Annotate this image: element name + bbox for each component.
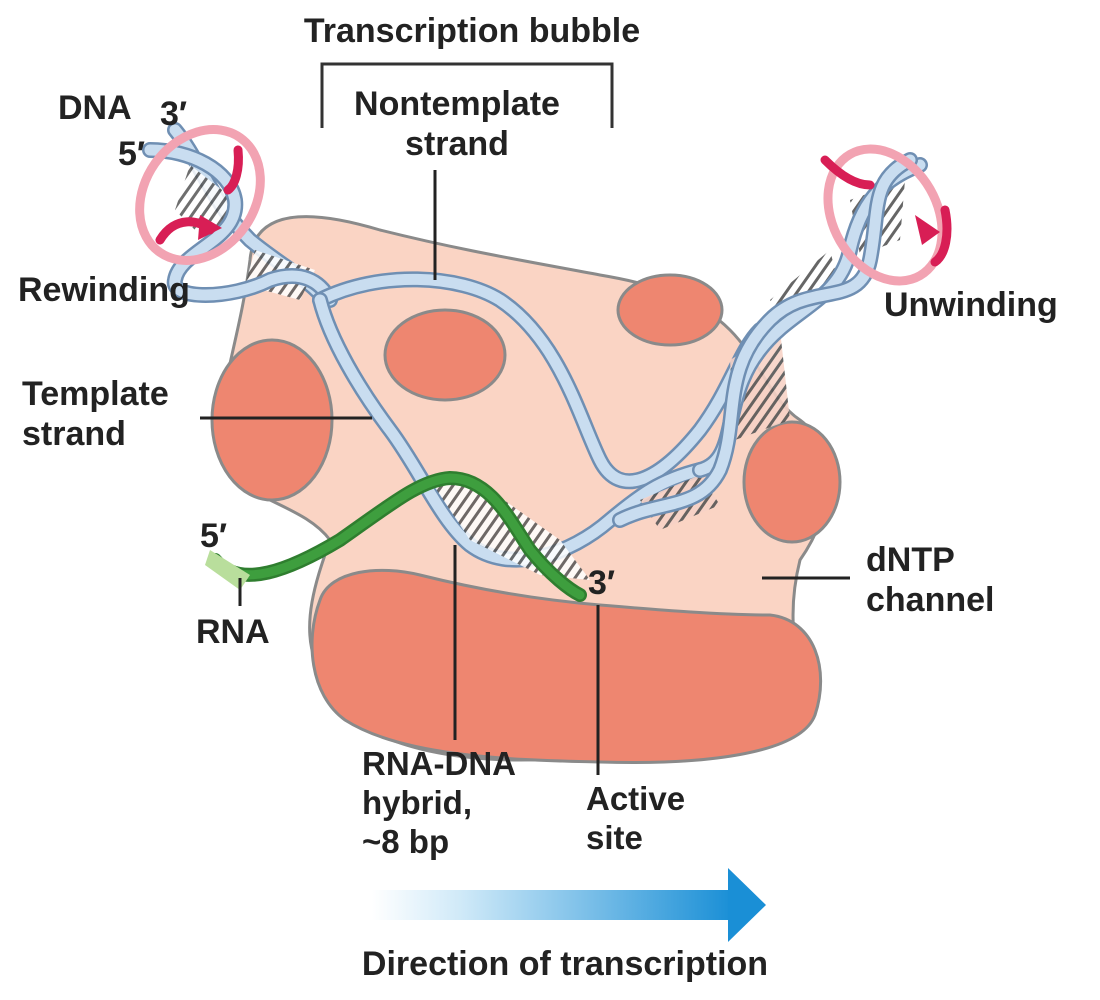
label-hybrid-line3: ~8 bp	[362, 822, 450, 860]
label-active-line1: Active	[586, 780, 686, 817]
label-active-site: Active site	[586, 780, 685, 858]
label-rewinding: Rewinding	[18, 271, 190, 309]
label-rna-3prime: 3′	[588, 564, 616, 602]
label-rna-dna-hybrid: RNA-DNA hybrid, ~8 bp	[362, 745, 516, 862]
unwinding-arrow-icon	[820, 144, 952, 286]
label-rna-5prime: 5′	[200, 517, 228, 555]
label-template-line2: strand	[22, 415, 126, 454]
enzyme-lobe-top-right	[616, 273, 724, 347]
label-dna-3prime: 3′	[160, 95, 188, 133]
direction-arrow-icon	[372, 868, 766, 942]
label-unwinding: Unwinding	[884, 286, 1058, 324]
label-active-line2: site	[586, 818, 643, 856]
transcription-bubble-bracket	[320, 62, 614, 128]
label-nontemplate-strand: Nontemplate strand	[322, 84, 592, 164]
label-dntp-channel: dNTP channel	[866, 540, 994, 620]
rewinding-arrow-icon	[135, 125, 265, 265]
label-rna: RNA	[196, 613, 270, 651]
template-strand	[312, 292, 708, 568]
label-nontemplate-line2: strand	[405, 125, 509, 164]
enzyme-lower-lobe	[310, 568, 823, 764]
label-template-line1: Template	[22, 375, 169, 413]
label-dntp-line2: channel	[866, 581, 995, 620]
label-transcription-bubble: Transcription bubble	[303, 12, 641, 50]
label-hybrid-line1: RNA-DNA	[362, 745, 516, 782]
enzyme-lobe-right	[742, 420, 842, 544]
label-dntp-line1: dNTP	[866, 541, 955, 579]
enzyme-lobe-left	[210, 338, 334, 502]
enzyme-lobe-center	[383, 308, 507, 402]
label-direction-of-transcription: Direction of transcription	[361, 945, 769, 983]
nontemplate-strand	[312, 271, 768, 490]
label-dna-5prime: 5′	[118, 135, 146, 173]
dna-helix-right	[612, 152, 928, 530]
label-hybrid-line2: hybrid,	[362, 783, 473, 821]
label-dna: DNA	[58, 89, 132, 127]
label-nontemplate-line1: Nontemplate	[354, 85, 560, 123]
label-template-strand: Template strand	[22, 374, 169, 454]
